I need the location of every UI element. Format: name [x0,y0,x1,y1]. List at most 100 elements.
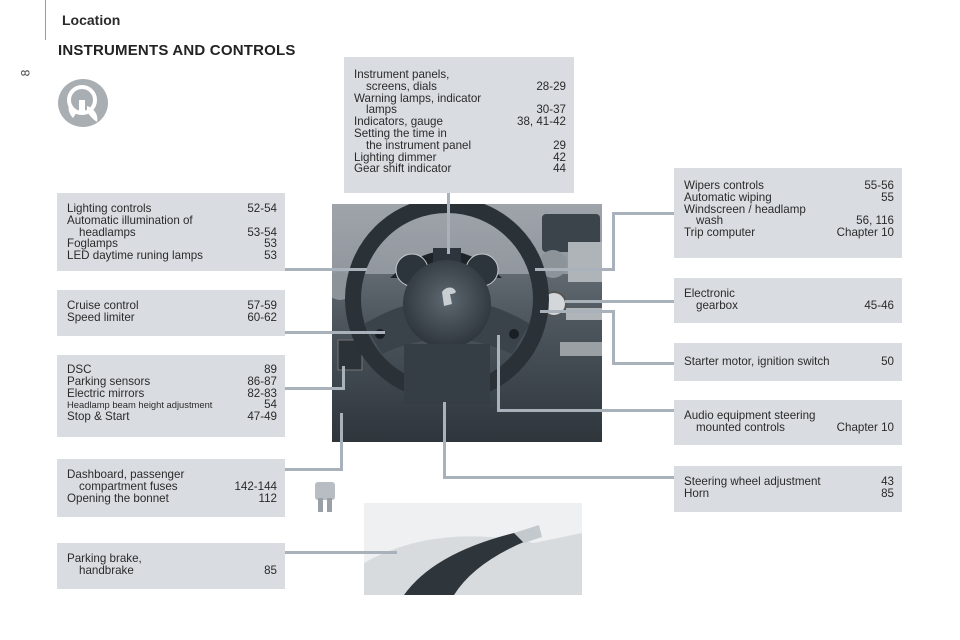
text: gearbox [696,298,738,312]
text: Automatic wiping [684,190,772,204]
text: Trip computer [684,226,756,240]
page-ref: 42 [553,150,566,164]
page-ref: 85 [881,486,894,500]
text: Electric mirrors [67,386,145,400]
page-ref: 57-59 [247,299,277,312]
text: handbrake [79,563,134,577]
text: Electronic [684,287,735,300]
cruise-callout: Cruise control 57-59 Speed limiter 60-62 [57,290,285,336]
text: Audio equipment steering [684,409,816,422]
text: Headlamp beam height adjustment [67,399,213,411]
page-ref: 45-46 [864,298,894,312]
text: Setting the time in [354,126,447,140]
starter-callout: Starter motor, ignition switch 50 [674,343,902,381]
page-ref: 53-54 [247,225,277,239]
text: Warning lamps, indicator [354,91,482,105]
page-ref: 43 [881,475,894,488]
page-ref: 112 [258,491,277,505]
steering-callout: Steering wheel adjustment 43 Horn 85 [674,466,902,512]
page-ref: 38, 41-42 [517,115,566,129]
leader-dsc [285,387,345,390]
leader-lighting [285,268,367,271]
text: screens, dials [366,79,437,93]
text: Starter motor, ignition switch [684,355,830,368]
leader-audio-v [497,335,500,411]
text: Windscreen / headlamp [684,202,806,216]
page-ref: 30-37 [536,103,566,117]
text: Lighting controls [67,202,152,215]
leader-wipers-v [612,212,615,270]
dashboard-illustration [332,204,602,442]
page-number: 8 [18,69,33,77]
text: Wipers controls [684,179,764,192]
leader-audio [497,409,674,412]
page-ref: 60-62 [247,310,277,324]
page-ref: 89 [264,363,277,376]
text: Speed limiter [67,310,135,324]
leader-cruise [285,331,385,334]
leader-instruments [447,192,450,254]
text: Parking brake, [67,552,142,565]
text: Indicators, gauge [354,115,443,129]
text: Dashboard, passenger [67,468,185,481]
text: Foglamps [67,237,118,251]
text: Automatic illumination of [67,213,193,227]
leader-steering-v [443,402,446,478]
text: Instrument panels, [354,68,450,81]
text: wash [696,214,724,228]
fuse-icon [315,482,335,512]
page-title: INSTRUMENTS AND CONTROLS [58,42,296,59]
leader-starter [612,362,674,365]
handbrake-illustration [364,503,582,595]
text: mounted controls [696,420,785,434]
leader-fuses [285,468,343,471]
page-ref: 142-144 [234,479,277,493]
page-ref: 53 [264,249,277,263]
leader-steering [443,476,674,479]
leader-brake [285,551,397,554]
page-ref: 53 [264,237,277,251]
page-ref: 82-83 [247,386,277,400]
page-ref: 56, 116 [856,214,894,228]
page-ref: 28-29 [536,79,566,93]
page-ref: 55 [881,190,894,204]
page-ref: 47-49 [247,410,277,424]
text: the instrument panel [366,138,472,152]
leader-starter-h [540,310,615,313]
text: Cruise control [67,299,139,312]
leader-gearbox [565,300,674,303]
text: lamps [366,103,397,117]
page-ref: 54 [264,398,277,412]
dsc-callout: DSC 89 Parking sensors 86-87 Electric mirr… [57,355,285,437]
brake-callout: Parking brake, handbrake 85 [57,543,285,589]
gearbox-callout: Electronic gearbox 45-46 [674,278,902,323]
page-ref: 86-87 [247,374,277,388]
audio-callout: Audio equipment steering mounted control… [674,400,902,445]
text: Steering wheel adjustment [684,475,821,488]
text: DSC [67,363,92,376]
text: Horn [684,486,710,500]
text: compartment fuses [79,479,178,493]
header-rule [45,0,46,40]
leader-wipers [612,212,674,215]
instruments-callout: Instrument panels, screens, dials 28-29 W… [344,57,574,193]
leader-wipers-h2 [535,268,615,271]
page-ref: Chapter 10 [836,226,894,240]
text: LED daytime runing lamps [67,249,203,263]
text: headlamps [79,225,136,239]
steering-wheel-icon [58,79,108,127]
text: Lighting dimmer [354,150,437,164]
section-title: Location [62,12,121,28]
page-ref: 50 [881,355,894,368]
text: Gear shift indicator [354,162,452,176]
page-ref: 85 [264,563,277,577]
page-ref: 55-56 [864,179,894,192]
leader-dsc-v [342,366,345,390]
leader-starter-v [612,310,615,365]
text: Parking sensors [67,374,151,388]
page-ref: 44 [553,162,566,176]
page-ref: 29 [553,138,566,152]
text: Opening the bonnet [67,491,169,505]
